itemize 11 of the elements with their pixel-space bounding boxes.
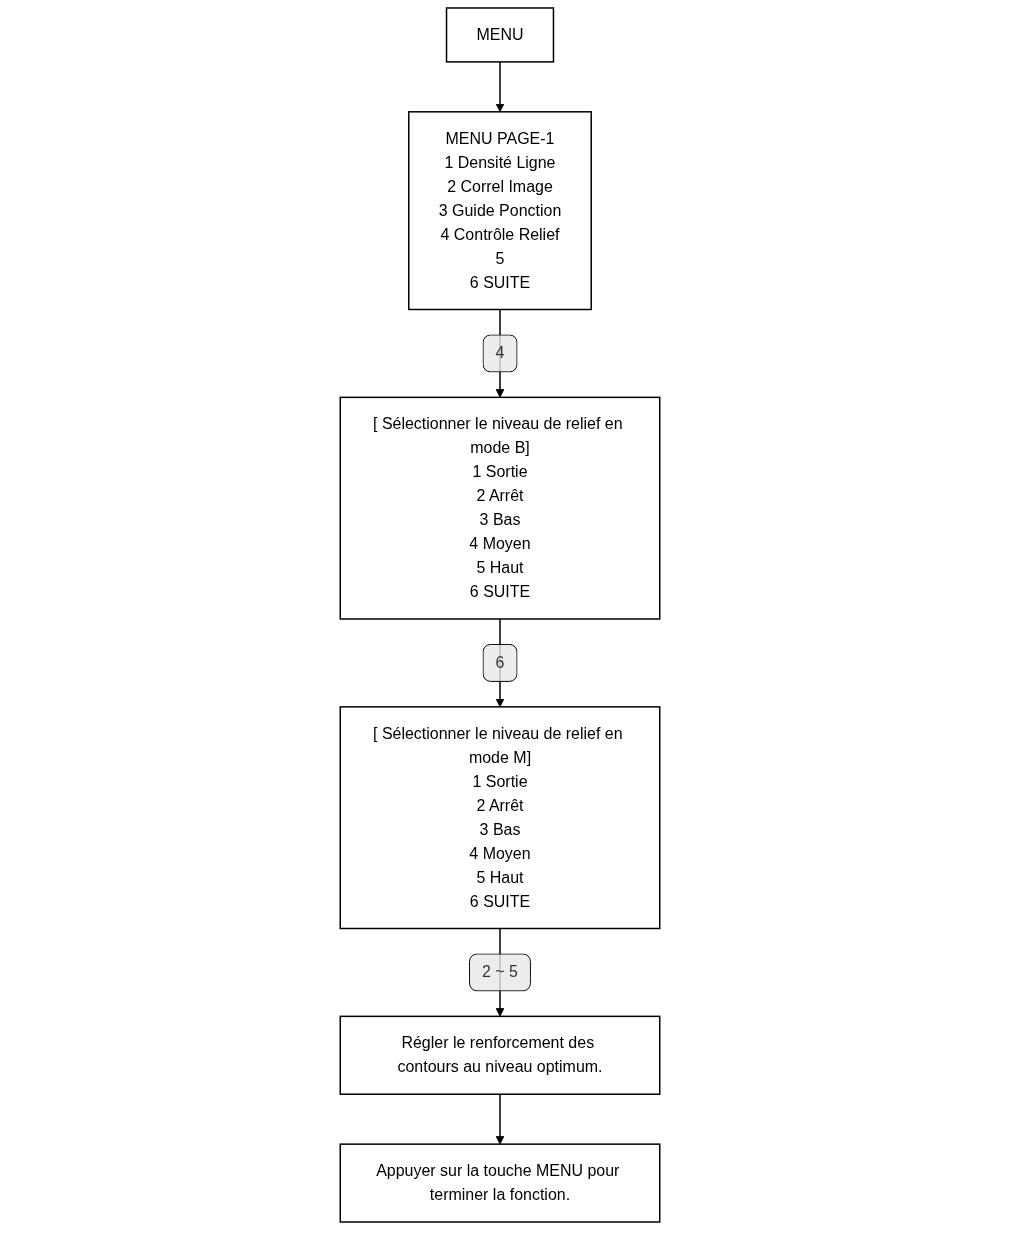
node-box: [ Sélectionner le niveau de relief en mode M] 1 Sortie 2 Arrêt 3 Bas 4 Moyen 5 Haut 6 SUITE — [339, 706, 661, 930]
edge-label: 6 — [495, 653, 505, 671]
arrow — [495, 61, 505, 113]
edge-label: 2 ~ 5 — [482, 963, 518, 981]
arrow — [495, 1093, 505, 1145]
node-box: [ Sélectionner le niveau de relief en mode B] 1 Sortie 2 Arrêt 3 Bas 4 Moyen 5 Haut 6 SUITE — [339, 396, 661, 620]
node-box: MENU — [445, 7, 555, 63]
edge-label: 4 — [495, 344, 505, 362]
node-box: Régler le renforcement des contours au niveau optimum. — [339, 1015, 661, 1095]
node-box: MENU PAGE-1 1 Densité Ligne 2 Correl Image 3 Guide Ponction 4 Contrôle Relief 5 6 SUITE — [408, 111, 592, 311]
node-box: Appuyer sur la touche MENU pour terminer la fonction. — [339, 1143, 661, 1223]
